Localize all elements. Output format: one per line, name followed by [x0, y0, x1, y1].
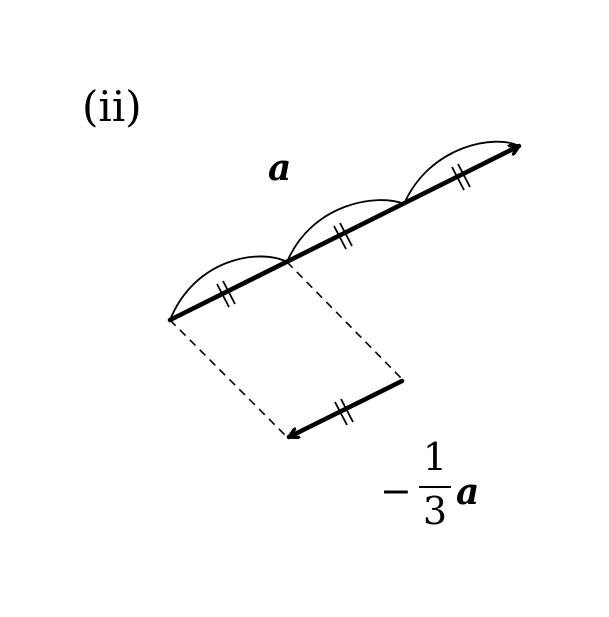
tick-marks-result	[334, 398, 354, 426]
part-label: (ii)	[82, 82, 142, 131]
first-third-arc	[169, 255, 288, 321]
result-vector-label: − 1 3 a	[380, 438, 490, 534]
vector-a-label: a	[268, 147, 292, 189]
second-third-arc	[286, 199, 405, 263]
third-third-arc	[403, 140, 520, 205]
fraction-denominator: 3	[422, 489, 448, 533]
dashed-guide-left	[169, 319, 289, 439]
fraction-numerator: 1	[422, 435, 448, 479]
tick-marks-a	[216, 163, 471, 308]
minus-sign: −	[380, 469, 412, 513]
dashed-guide-right	[286, 261, 404, 381]
fraction-bar	[419, 486, 451, 488]
result-vector-symbol: a	[456, 471, 480, 513]
fraction: 1 3	[418, 438, 452, 534]
